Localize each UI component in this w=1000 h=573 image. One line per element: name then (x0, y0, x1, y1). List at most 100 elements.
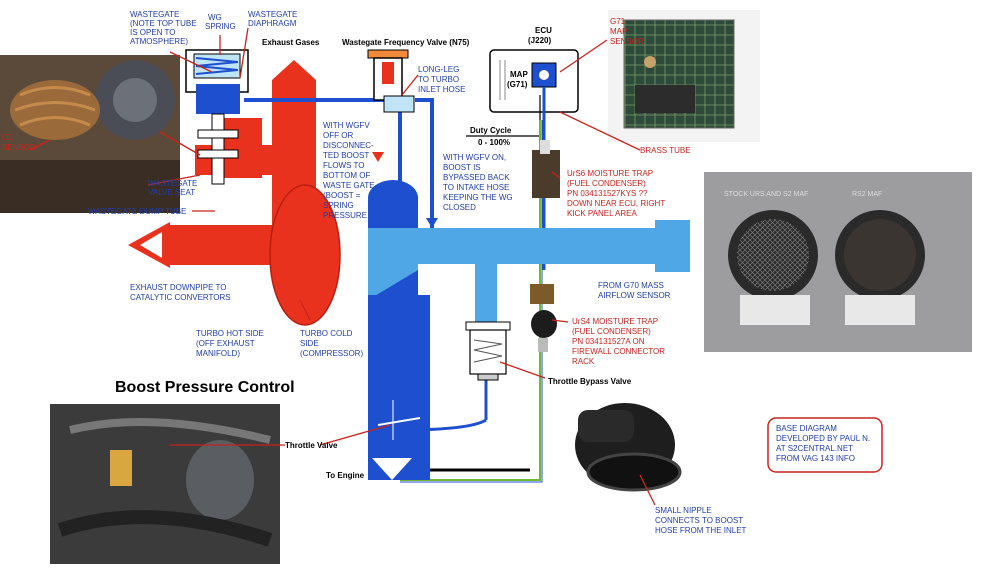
urs6-trap-photo (532, 140, 560, 198)
svg-text:(G71): (G71) (507, 80, 528, 89)
svg-text:(COMPRESSOR): (COMPRESSOR) (300, 349, 363, 358)
label-brass-tube: BRASS TUBE (640, 146, 691, 155)
svg-text:SPRING: SPRING (323, 201, 354, 210)
svg-text:ATMOSPHERE): ATMOSPHERE) (130, 37, 188, 46)
svg-text:CONNECTS TO BOOST: CONNECTS TO BOOST (655, 516, 743, 525)
svg-text:PN 034131527A ON: PN 034131527A ON (572, 337, 645, 346)
svg-text:O2: O2 (2, 133, 13, 142)
svg-text:UrS4 MOISTURE TRAP: UrS4 MOISTURE TRAP (572, 317, 658, 326)
label-turbo-hot: TURBO HOT SIDE (OFF EXHAUST MANIFOLD) (196, 329, 264, 358)
svg-text:BOOST IS: BOOST IS (443, 163, 481, 172)
svg-text:SENSOR: SENSOR (610, 37, 644, 46)
label-urs4-trap: UrS4 MOISTURE TRAP (FUEL CONDENSER) PN 0… (572, 317, 665, 366)
label-g71-map-sensor: G71 MAP SENSOR (610, 17, 644, 46)
svg-text:SMALL NIPPLE: SMALL NIPPLE (655, 506, 712, 515)
svg-text:EXHAUST DOWNPIPE TO: EXHAUST DOWNPIPE TO (130, 283, 226, 292)
svg-text:SPRING: SPRING (205, 22, 236, 31)
label-wgfv-off: WITH WGFV OFF OR DISCONNEC- TED BOOST FL… (323, 121, 375, 220)
page-title: Boost Pressure Control (115, 379, 295, 396)
leader-lines (29, 27, 656, 506)
svg-text:OFF OR: OFF OR (323, 131, 353, 140)
ecu-box (489, 49, 579, 113)
svg-text:WITH WGFV: WITH WGFV (323, 121, 370, 130)
label-throttle-bypass-valve: Throttle Bypass Valve (548, 377, 632, 386)
svg-text:0 - 100%: 0 - 100% (478, 138, 510, 147)
svg-text:(FUEL CONDENSER): (FUEL CONDENSER) (572, 327, 651, 336)
svg-text:G71: G71 (610, 17, 626, 26)
svg-text:BOTTOM OF: BOTTOM OF (323, 171, 371, 180)
svg-text:WASTEGATE: WASTEGATE (130, 10, 179, 19)
svg-text:MAP: MAP (510, 70, 528, 79)
svg-text:(NOTE TOP TUBE: (NOTE TOP TUBE (130, 19, 197, 28)
intake-system (380, 220, 690, 432)
svg-text:WG: WG (208, 13, 222, 22)
svg-text:CLOSED: CLOSED (443, 203, 476, 212)
label-to-engine: To Engine (326, 471, 365, 480)
svg-text:BYPASSED BACK: BYPASSED BACK (443, 173, 510, 182)
ecu-photo (608, 10, 760, 142)
svg-text:LONG-LEG: LONG-LEG (418, 65, 459, 74)
label-exhaust-downpipe: EXHAUST DOWNPIPE TO CATALYTIC CONVERTORS (130, 283, 231, 302)
label-wgfv-on: WITH WGFV ON, BOOST IS BYPASSED BACK TO … (443, 153, 513, 212)
label-n75: Wastegate Frequency Valve (N75) (342, 38, 470, 47)
svg-text:DISCONNEC-: DISCONNEC- (323, 141, 374, 150)
svg-text:BASE DIAGRAM: BASE DIAGRAM (776, 424, 837, 433)
svg-text:KICK PANEL AREA: KICK PANEL AREA (567, 209, 637, 218)
svg-text:MANIFOLD): MANIFOLD) (196, 349, 240, 358)
label-wastegate-top: WASTEGATE (NOTE TOP TUBE IS OPEN TO ATMO… (130, 10, 197, 46)
label-ecu: ECU (J220) (528, 26, 552, 45)
wastegate-actuator (185, 49, 249, 185)
label-stock-maf: STOCK URS AND S2 MAF (724, 191, 808, 198)
label-wastegate-valve-seat: WASTEGATE VALVE SEAT (148, 179, 197, 197)
svg-text:DEVELOPED BY PAUL N.: DEVELOPED BY PAUL N. (776, 434, 870, 443)
label-throttle-valve: Throttle Valve (285, 441, 338, 450)
svg-text:FROM G70 MASS: FROM G70 MASS (598, 281, 664, 290)
engine-bay-photo (50, 404, 280, 564)
svg-text:(OFF EXHAUST: (OFF EXHAUST (196, 339, 255, 348)
svg-text:PN 034131527KYS ??: PN 034131527KYS ?? (567, 189, 648, 198)
label-base-diagram: BASE DIAGRAM DEVELOPED BY PAUL N. AT S2C… (776, 424, 870, 463)
svg-text:DIAPHRAGM: DIAPHRAGM (248, 19, 297, 28)
arrow-icon (372, 152, 384, 162)
maf-photo (704, 172, 972, 352)
label-o2-sensor: O2 SENSOR (2, 133, 36, 152)
label-wastegate-diaphragm: WASTEGATE DIAPHRAGM (248, 10, 297, 28)
throttle-bypass-valve (465, 321, 511, 381)
svg-text:IS OPEN TO: IS OPEN TO (130, 28, 176, 37)
svg-text:DOWN NEAR ECU, RIGHT: DOWN NEAR ECU, RIGHT (567, 199, 665, 208)
bypass-valve-photo (575, 403, 682, 492)
compressor (368, 180, 430, 480)
svg-text:WASTEGATE: WASTEGATE (148, 179, 197, 188)
label-small-nipple: SMALL NIPPLE CONNECTS TO BOOST HOSE FROM… (655, 506, 747, 535)
label-urs6-trap: UrS6 MOISTURE TRAP (FUEL CONDENSER) PN 0… (567, 169, 665, 218)
svg-text:WASTEGATE: WASTEGATE (248, 10, 297, 19)
svg-text:TURBO COLD: TURBO COLD (300, 329, 353, 338)
svg-text:(BOOST =: (BOOST = (323, 191, 361, 200)
label-wg-spring: WG SPRING (205, 13, 236, 31)
credit-box (767, 417, 883, 473)
svg-text:SIDE: SIDE (300, 339, 319, 348)
svg-text:WASTE GATE: WASTE GATE (323, 181, 375, 190)
svg-text:WITH WGFV ON,: WITH WGFV ON, (443, 153, 506, 162)
svg-text:Duty Cycle: Duty Cycle (470, 126, 512, 135)
exhaust-system (128, 46, 341, 326)
svg-text:(J220): (J220) (528, 36, 551, 45)
svg-text:MAP: MAP (610, 27, 627, 36)
svg-text:UrS6 MOISTURE TRAP: UrS6 MOISTURE TRAP (567, 169, 653, 178)
svg-text:TED BOOST: TED BOOST (323, 151, 369, 160)
svg-text:PRESSURE: PRESSURE (323, 211, 367, 220)
svg-text:FROM VAG 143 INFO: FROM VAG 143 INFO (776, 454, 855, 463)
svg-text:INLET HOSE: INLET HOSE (418, 85, 465, 94)
svg-text:KEEPING THE WG: KEEPING THE WG (443, 193, 513, 202)
svg-text:ECU: ECU (535, 26, 552, 35)
label-long-leg: LONG-LEG TO TURBO INLET HOSE (418, 65, 465, 94)
label-wastegate-dump-tube: WASTEGATE DUMP TUBE (88, 207, 186, 216)
label-turbo-cold: TURBO COLD SIDE (COMPRESSOR) (300, 329, 363, 358)
svg-text:AIRFLOW SENSOR: AIRFLOW SENSOR (598, 291, 671, 300)
svg-text:(FUEL CONDENSER): (FUEL CONDENSER) (567, 179, 646, 188)
svg-text:TO TURBO: TO TURBO (418, 75, 459, 84)
svg-text:CATALYTIC CONVERTORS: CATALYTIC CONVERTORS (130, 293, 231, 302)
svg-text:FLOWS TO: FLOWS TO (323, 161, 365, 170)
svg-text:TURBO HOT SIDE: TURBO HOT SIDE (196, 329, 264, 338)
